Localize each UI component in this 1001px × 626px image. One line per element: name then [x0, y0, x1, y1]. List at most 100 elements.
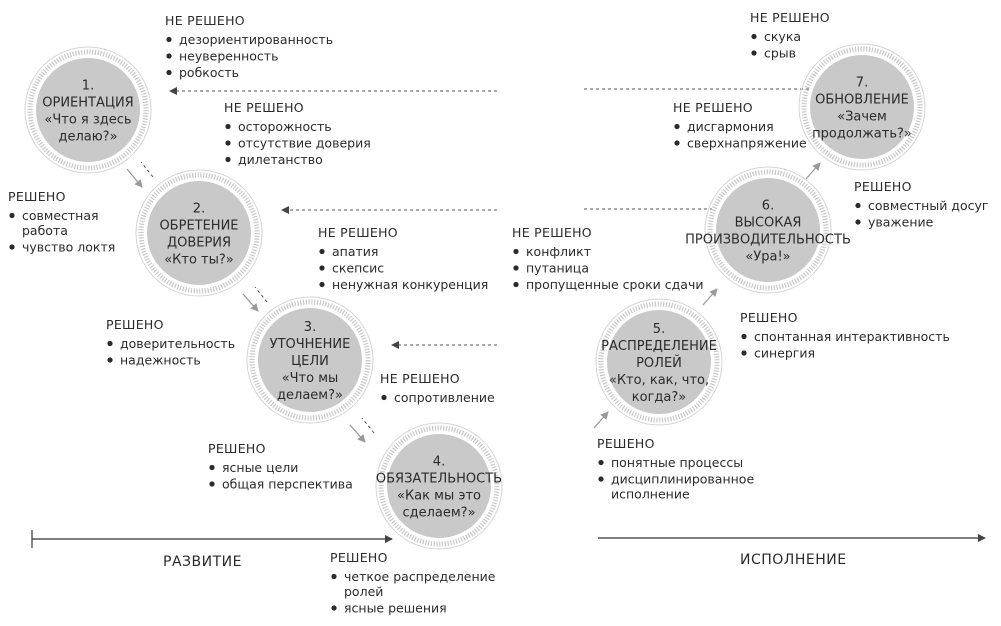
bullet-icon [166, 36, 172, 43]
connector-4-5 [593, 411, 609, 429]
unresolved-note-3: НЕ РЕШЕНО осторожность отсутствие доверияд… [224, 100, 371, 167]
note-header: НЕ РЕШЕНО [380, 371, 460, 386]
stage-outer-ring [798, 43, 926, 171]
note-item: сопротивление [394, 390, 495, 405]
stage-disc [147, 181, 251, 285]
bullet-icon [513, 281, 519, 288]
stage-disc [716, 178, 820, 282]
stage-name: УТОЧНЕНИЕ [270, 337, 351, 352]
note-header: РЕШЕНО [8, 189, 66, 204]
stage-question: продолжать?» [812, 127, 912, 142]
note-item: апатия [332, 244, 378, 259]
development-axis-label: РАЗВИТИЕ [163, 554, 242, 570]
note-header: РЕШЕНО [208, 441, 266, 456]
bullet-icon [319, 281, 325, 288]
bullet-icon [225, 123, 231, 130]
bullet-icon [674, 123, 680, 130]
bullet-icon [209, 481, 215, 487]
note-item: ясные решения [344, 601, 447, 616]
connector-2-1 [140, 161, 154, 178]
stage-question: сделаем?» [402, 506, 475, 521]
stage-number: 5. [653, 322, 665, 337]
stage-name: ЦЕЛИ [291, 354, 329, 369]
stage-name: ДОВЕРИЯ [167, 236, 231, 251]
connector-2-3 [242, 293, 259, 312]
stage-disc [607, 310, 711, 414]
connector-4-3 [361, 417, 375, 434]
note-item: осторожность [238, 119, 332, 134]
bullet-icon [741, 350, 747, 356]
connector-1-2 [126, 168, 143, 188]
note-header: РЕШЕНО [740, 310, 798, 325]
stage-question: «Кто, как, что, [609, 373, 709, 388]
note-item: ненужная конкуренция [332, 277, 488, 292]
note-header: НЕ РЕШЕНО [224, 100, 304, 115]
stage-name: ОБРЕТЕНИЕ [159, 219, 238, 234]
stage-outer-ring [246, 296, 374, 424]
note-item: конфликт [526, 244, 591, 259]
stage-disc [258, 308, 362, 412]
connector-3-2 [254, 286, 268, 303]
note-item: сверхнапряжение [687, 136, 807, 151]
bullet-icon [513, 248, 519, 255]
note-item: работа [22, 223, 68, 238]
stage-outer-ring [135, 169, 263, 297]
note-item: исполнение [611, 487, 690, 502]
note-item: четкое распределение [344, 569, 496, 584]
bullet-icon [225, 156, 231, 163]
stage-name: ОБНОВЛЕНИЕ [815, 93, 909, 108]
note-item: уважение [868, 215, 934, 230]
note-item: синергия [754, 346, 815, 361]
stage-outer-ring [595, 298, 723, 426]
stage-outer-ring [24, 46, 152, 174]
stage-number: 1. [82, 79, 94, 94]
stage-hatched-ring [707, 169, 829, 291]
connector-6-7 [805, 162, 821, 180]
bullet-icon [225, 140, 231, 146]
bullet-icon [166, 53, 172, 59]
note-item: доверительность [120, 336, 235, 351]
note-item: общая перспектива [222, 477, 353, 492]
note-item: отсутствие доверия [238, 136, 371, 151]
bullet-icon [331, 605, 337, 611]
execution-axis-label: ИСПОЛНЕНИЕ [740, 552, 847, 568]
note-header: НЕ РЕШЕНО [318, 225, 398, 240]
bullet-icon [166, 69, 172, 76]
unresolved-note-7: НЕ РЕШЕНО сопротивление [380, 371, 495, 405]
stage-disc [387, 434, 491, 538]
stage-number: 2. [193, 202, 205, 217]
stage-question: «Что я здесь [44, 113, 131, 128]
note-header: РЕШЕНО [330, 550, 388, 565]
bullet-icon [674, 140, 680, 146]
note-header: РЕШЕНО [597, 436, 655, 451]
stage-name: ПРОИЗВОДИТЕЛЬНОСТЬ [685, 233, 851, 248]
stage-outer-ring [704, 166, 832, 294]
bullet-icon [319, 248, 325, 255]
note-item: понятные процессы [611, 455, 743, 470]
bullet-icon [9, 244, 15, 250]
note-item: ясные цели [222, 460, 298, 475]
stage-disc [810, 55, 914, 159]
note-item: ролей [344, 584, 383, 599]
bullet-icon [855, 202, 861, 209]
stage-hatched-ring [249, 299, 371, 421]
bullet-icon [751, 33, 757, 40]
stage-question: когда?» [632, 390, 686, 405]
phase-axes: РАЗВИТИЕ ИСПОЛНЕНИЕ [31, 530, 986, 570]
stage-number: 7. [856, 76, 868, 91]
bullet-icon [855, 219, 861, 225]
return-lines [169, 87, 810, 349]
note-item: дилетанство [238, 152, 323, 167]
stage-hatched-ring [801, 46, 923, 168]
bullet-icon [331, 573, 337, 580]
connector-3-4 [349, 424, 366, 443]
stage-disc [36, 58, 140, 162]
